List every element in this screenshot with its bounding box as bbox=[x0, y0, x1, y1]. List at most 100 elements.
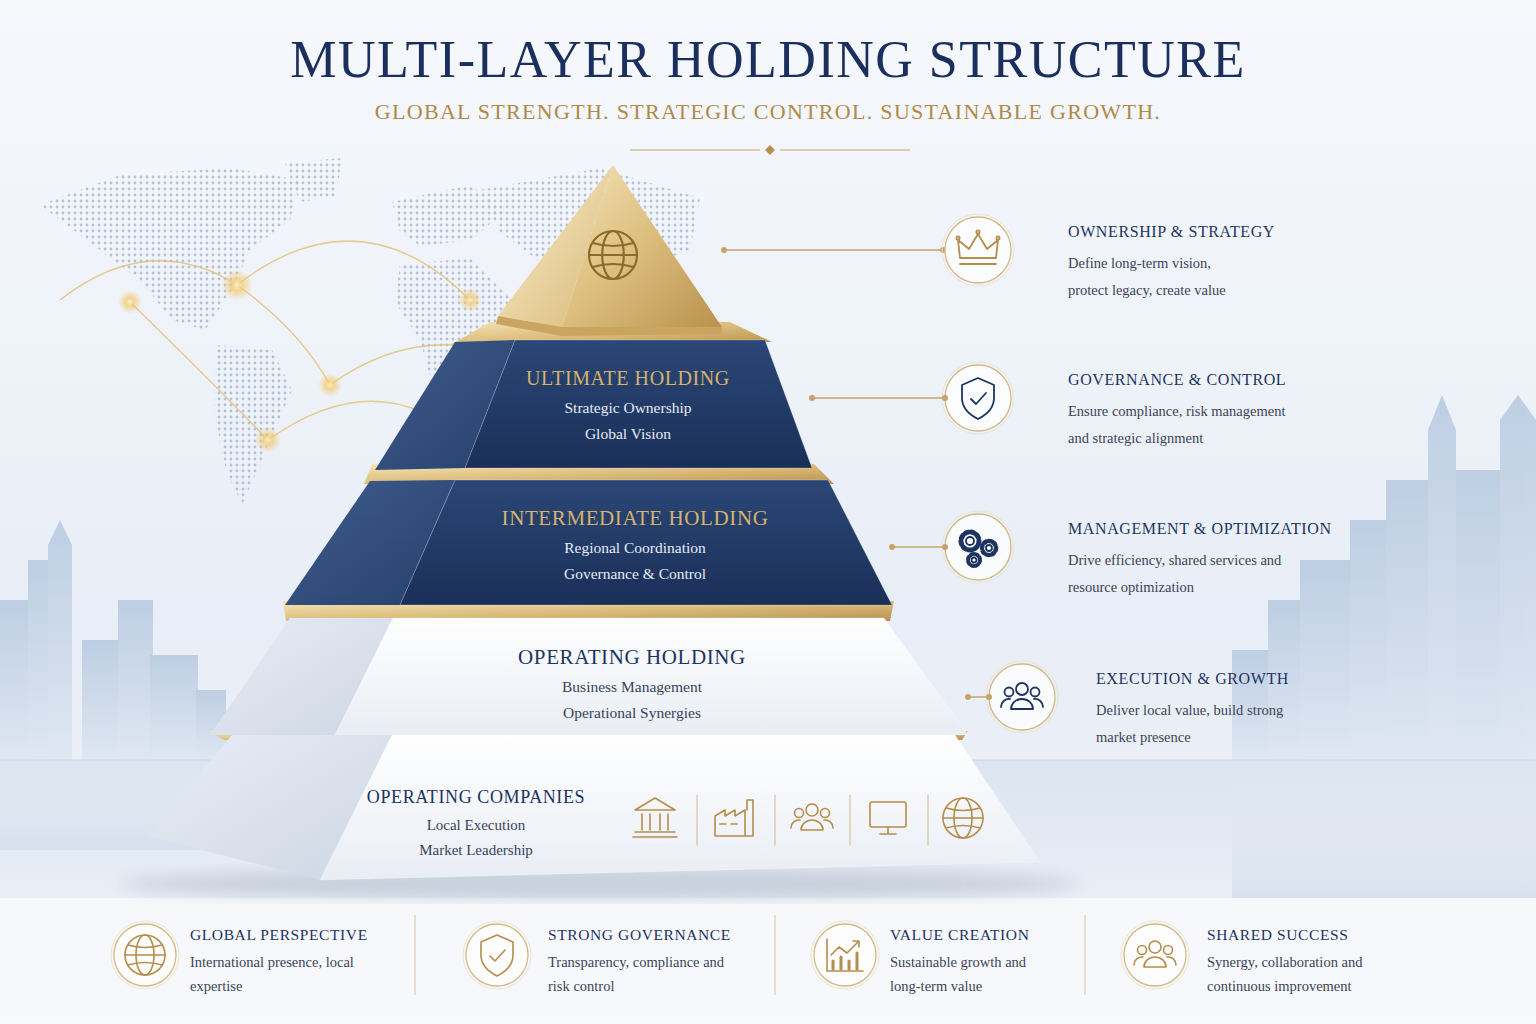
leader-connector bbox=[889, 544, 948, 550]
node-heading: GLOBAL PERSPECTIVE bbox=[190, 925, 360, 944]
shield-icon bbox=[481, 935, 513, 976]
circle-halo bbox=[463, 921, 531, 989]
circle-outline bbox=[945, 514, 1011, 580]
layer-front-face bbox=[465, 340, 812, 468]
globe-icon bbox=[589, 231, 637, 279]
shield-icon bbox=[962, 378, 994, 419]
icon-circle bbox=[810, 920, 880, 990]
subtitle-label: GLOBAL STRENGTH. STRATEGIC CONTROL. SUST… bbox=[0, 98, 1536, 126]
diagram-title: MULTI-LAYER HOLDING STRUCTURE bbox=[0, 30, 1536, 90]
callout-text: EXECUTION & GROWTH Deliver local value, b… bbox=[1096, 669, 1286, 751]
node-body: Drive efficiency, shared services and re… bbox=[1068, 547, 1288, 601]
icon-callout: OWNERSHIP & STRATEGYDefine long-term vis… bbox=[945, 214, 1248, 286]
layer-text: OPERATING COMPANIES Local Execution Marke… bbox=[316, 786, 636, 863]
connector-dot bbox=[986, 694, 992, 700]
node-heading: VALUE CREATION bbox=[890, 925, 1030, 944]
node-heading: OPERATING HOLDING bbox=[472, 644, 792, 670]
icon-circle bbox=[941, 361, 1015, 435]
node-body: Strategic Ownership Global Vision bbox=[546, 395, 711, 447]
icon-callout: GOVERNANCE & CONTROLEnsure compliance, r… bbox=[945, 362, 1293, 434]
chart-icon bbox=[827, 939, 863, 971]
circle-halo bbox=[811, 921, 879, 989]
factory-icon bbox=[715, 800, 753, 836]
circle-halo bbox=[942, 362, 1014, 434]
pyramid-layer: OPERATING HOLDING Business Management Ope… bbox=[210, 616, 968, 737]
connector-dot bbox=[942, 544, 948, 550]
icon-circle bbox=[462, 920, 532, 990]
icon-circle bbox=[941, 213, 1015, 287]
node-heading: MANAGEMENT & OPTIMIZATION bbox=[1068, 519, 1288, 539]
icon-callout: GLOBAL PERSPECTIVEInternational presence… bbox=[114, 919, 360, 991]
callout-text: SHARED SUCCESS Synergy, collaboration and… bbox=[1207, 925, 1407, 998]
connector-dot bbox=[942, 395, 948, 401]
bank-icon bbox=[633, 798, 677, 837]
people-icon bbox=[1134, 941, 1176, 967]
icon-circle bbox=[1120, 920, 1190, 990]
connector-dot bbox=[889, 544, 895, 550]
node-heading: INTERMEDIATE HOLDING bbox=[475, 505, 795, 531]
monitor-icon bbox=[870, 802, 906, 834]
circle-outline bbox=[945, 217, 1011, 283]
circle-outline bbox=[114, 924, 176, 986]
layer-front-face bbox=[320, 735, 1040, 880]
globe-icon bbox=[943, 798, 983, 838]
node-heading: EXECUTION & GROWTH bbox=[1096, 669, 1286, 689]
circle-halo bbox=[942, 214, 1014, 286]
node-heading: OPERATING COMPANIES bbox=[316, 786, 636, 809]
node-heading: SHARED SUCCESS bbox=[1207, 925, 1407, 944]
callout-text: STRONG GOVERNANCE Transparency, complianc… bbox=[548, 925, 733, 998]
node-body: Ensure compliance, risk management and s… bbox=[1068, 398, 1293, 452]
icon-circle bbox=[985, 660, 1059, 734]
layer-front-face bbox=[335, 618, 968, 735]
pyramid-layer: ULTIMATE HOLDINGStrategic Ownership Glob… bbox=[375, 338, 812, 470]
connector-line bbox=[812, 397, 945, 399]
connector-dot bbox=[965, 694, 971, 700]
callout-text: GLOBAL PERSPECTIVE International presence… bbox=[190, 925, 360, 998]
node-heading: STRONG GOVERNANCE bbox=[548, 925, 733, 944]
callout-text: OWNERSHIP & STRATEGYDefine long-term vis… bbox=[1068, 222, 1248, 304]
icon-circle bbox=[941, 510, 1015, 584]
circle-outline bbox=[989, 664, 1055, 730]
node-heading: OWNERSHIP & STRATEGY bbox=[1068, 222, 1248, 242]
circle-halo bbox=[1121, 921, 1189, 989]
layer-front-face bbox=[400, 480, 892, 605]
people-icon bbox=[1001, 683, 1043, 709]
node-body: Deliver local value, build strong market… bbox=[1096, 697, 1286, 751]
callout-text: GOVERNANCE & CONTROL Ensure compliance, r… bbox=[1068, 370, 1293, 452]
connector-line bbox=[968, 696, 989, 698]
layer-shape bbox=[148, 733, 1042, 882]
people-icon bbox=[791, 804, 833, 830]
leader-connector bbox=[965, 694, 992, 700]
gears-icon bbox=[961, 532, 996, 566]
pyramid-layer: OPERATING COMPANIES Local Execution Marke… bbox=[148, 733, 1042, 882]
circle-outline bbox=[814, 924, 876, 986]
node-body: Regional Coordination Governance & Contr… bbox=[543, 535, 728, 587]
circle-outline bbox=[466, 924, 528, 986]
node-body: Synergy, collaboration and continuous im… bbox=[1207, 950, 1407, 998]
circle-outline bbox=[945, 365, 1011, 431]
node-heading: GOVERNANCE & CONTROL bbox=[1068, 370, 1293, 390]
icon-callout: SHARED SUCCESSSynergy, collaboration and… bbox=[1124, 919, 1407, 991]
globe-icon bbox=[125, 935, 165, 975]
connector-dot bbox=[809, 395, 815, 401]
circle-halo bbox=[111, 921, 179, 989]
layer-text: OPERATING HOLDING Business Management Ope… bbox=[472, 644, 792, 726]
icon-callout: EXECUTION & GROWTHDeliver local value, b… bbox=[989, 661, 1286, 733]
node-body: Local Execution Market Leadership bbox=[404, 813, 549, 863]
crown-icon bbox=[956, 230, 999, 264]
leader-connector bbox=[809, 395, 948, 401]
node-body: Business Management Operational Synergie… bbox=[540, 674, 725, 726]
circle-outline bbox=[1124, 924, 1186, 986]
node-body: Sustainable growth and long-term value bbox=[890, 950, 1030, 998]
layer-text: INTERMEDIATE HOLDING Regional Coordinatio… bbox=[475, 505, 795, 587]
icon-separators bbox=[697, 795, 928, 845]
callout-text: MANAGEMENT & OPTIMIZATION Drive efficienc… bbox=[1068, 519, 1288, 601]
icon-callout: MANAGEMENT & OPTIMIZATIONDrive efficienc… bbox=[945, 511, 1288, 583]
node-body: Transparency, compliance and risk contro… bbox=[548, 950, 733, 998]
connector-line bbox=[892, 546, 945, 548]
pyramid-layer: INTERMEDIATE HOLDING Regional Coordinatio… bbox=[285, 478, 892, 607]
node-body: International presence, local expertise bbox=[190, 950, 360, 998]
